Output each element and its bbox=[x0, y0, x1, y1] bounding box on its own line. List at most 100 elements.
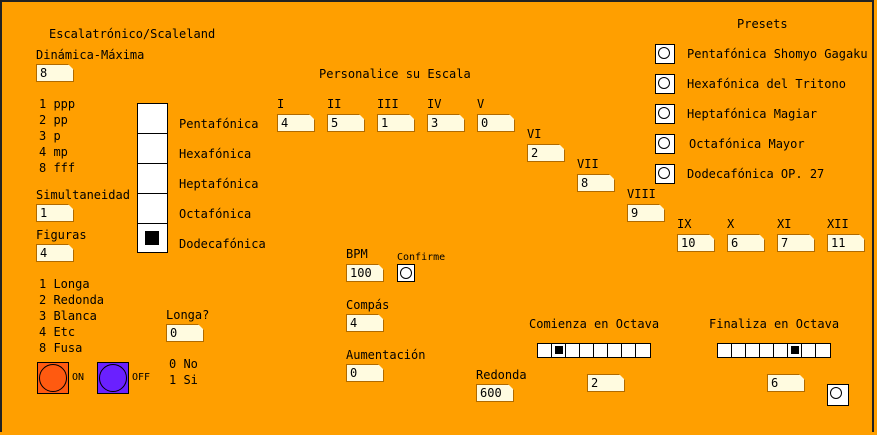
bpm-number-box[interactable]: 100 bbox=[346, 264, 384, 282]
degree-number-box[interactable]: 10 bbox=[677, 234, 715, 252]
scale-type-cell-selected[interactable] bbox=[138, 224, 167, 254]
degree-number-box[interactable]: 11 bbox=[827, 234, 865, 252]
octava-cell[interactable] bbox=[732, 344, 746, 357]
figuras-option: 8 Fusa bbox=[39, 341, 83, 355]
preset-label: Octafónica Mayor bbox=[689, 137, 805, 151]
octava-cell-selected[interactable] bbox=[788, 344, 802, 357]
degree-label: VI bbox=[527, 127, 542, 141]
degree-label: V bbox=[477, 97, 485, 111]
dinamica-option: 4 mp bbox=[39, 145, 68, 159]
redonda-number-box[interactable]: 600 bbox=[476, 384, 514, 402]
degree-number-box[interactable]: 8 bbox=[577, 174, 615, 192]
scale-type-radio[interactable] bbox=[137, 103, 168, 253]
octava-cell[interactable] bbox=[760, 344, 774, 357]
dinamica-option: 1 ppp bbox=[39, 97, 76, 111]
octava-cell[interactable] bbox=[538, 344, 552, 357]
redonda-label: Redonda bbox=[476, 368, 527, 382]
degree-label: II bbox=[327, 97, 342, 111]
scale-type-label: Hexafónica bbox=[179, 147, 252, 161]
off-button[interactable] bbox=[97, 362, 129, 394]
preset-label: Pentafónica Shomyo Gagaku bbox=[687, 47, 868, 61]
preset-bang[interactable] bbox=[655, 74, 675, 94]
aumentacion-label: Aumentación bbox=[346, 348, 426, 362]
comienza-number-box[interactable]: 2 bbox=[587, 374, 625, 392]
longa-label: Longa? bbox=[166, 308, 210, 322]
on-button[interactable] bbox=[37, 362, 69, 394]
degree-number-box[interactable]: 2 bbox=[527, 144, 565, 162]
scale-type-label: Pentafónica bbox=[179, 117, 259, 131]
octava-cell[interactable] bbox=[746, 344, 760, 357]
off-label: OFF bbox=[132, 372, 151, 383]
scale-type-cell[interactable] bbox=[138, 164, 167, 194]
finaliza-label: Finaliza en Octava bbox=[709, 317, 840, 331]
degree-number-box[interactable]: 7 bbox=[777, 234, 815, 252]
preset-bang[interactable] bbox=[655, 104, 675, 124]
degree-label: XI bbox=[777, 217, 792, 231]
preset-bang[interactable] bbox=[655, 44, 675, 64]
scale-type-cell[interactable] bbox=[138, 104, 167, 134]
degree-label: IX bbox=[677, 217, 692, 231]
preset-bang[interactable] bbox=[655, 134, 675, 154]
simultaneidad-label: Simultaneidad bbox=[36, 188, 130, 202]
finaliza-octava-radio[interactable] bbox=[717, 343, 831, 358]
degree-number-box[interactable]: 4 bbox=[277, 114, 315, 132]
confirme-label: Confirme bbox=[397, 252, 446, 263]
finaliza-number-box[interactable]: 6 bbox=[767, 374, 805, 392]
degree-label: IV bbox=[427, 97, 442, 111]
personalice-heading: Personalice su Escala bbox=[319, 67, 471, 81]
degree-number-box[interactable]: 3 bbox=[427, 114, 465, 132]
octava-cell[interactable] bbox=[566, 344, 580, 357]
octava-cell[interactable] bbox=[622, 344, 636, 357]
octava-cell[interactable] bbox=[802, 344, 816, 357]
figuras-label: Figuras bbox=[36, 228, 87, 242]
degree-number-box[interactable]: 9 bbox=[627, 204, 665, 222]
octava-cell[interactable] bbox=[594, 344, 608, 357]
degree-label: VII bbox=[577, 157, 599, 171]
octava-cell[interactable] bbox=[718, 344, 732, 357]
preset-bang[interactable] bbox=[655, 164, 675, 184]
comienza-octava-radio[interactable] bbox=[537, 343, 651, 358]
scale-type-cell[interactable] bbox=[138, 134, 167, 164]
preset-label: Dodecafónica OP. 27 bbox=[687, 167, 825, 181]
on-label: ON bbox=[72, 372, 85, 383]
figuras-number-box[interactable]: 4 bbox=[36, 244, 74, 262]
degree-label: VIII bbox=[627, 187, 656, 201]
degree-number-box[interactable]: 6 bbox=[727, 234, 765, 252]
octava-cell-selected[interactable] bbox=[552, 344, 566, 357]
degree-number-box[interactable]: 1 bbox=[377, 114, 415, 132]
figuras-option: 2 Redonda bbox=[39, 293, 105, 307]
longa-number-box[interactable]: 0 bbox=[166, 324, 204, 342]
degree-label: XII bbox=[827, 217, 849, 231]
figuras-option: 4 Etc bbox=[39, 325, 76, 339]
preset-label: Hexafónica del Tritono bbox=[687, 77, 846, 91]
scale-type-label: Dodecafónica bbox=[179, 237, 266, 251]
octava-cell[interactable] bbox=[636, 344, 650, 357]
octava-cell[interactable] bbox=[816, 344, 830, 357]
scale-type-label: Octafónica bbox=[179, 207, 252, 221]
octava-cell[interactable] bbox=[608, 344, 622, 357]
simultaneidad-number-box[interactable]: 1 bbox=[36, 204, 74, 222]
figuras-option: 1 Longa bbox=[39, 277, 90, 291]
bpm-label: BPM bbox=[346, 247, 368, 261]
compas-label: Compás bbox=[346, 298, 390, 312]
degree-label: X bbox=[727, 217, 735, 231]
final-bang[interactable] bbox=[827, 384, 849, 406]
degree-label: I bbox=[277, 97, 285, 111]
compas-number-box[interactable]: 4 bbox=[346, 314, 384, 332]
degree-number-box[interactable]: 5 bbox=[327, 114, 365, 132]
dinamica-number-box[interactable]: 8 bbox=[36, 64, 74, 82]
app-title: Escalatrónico/Scaleland bbox=[49, 27, 216, 41]
degree-label: III bbox=[377, 97, 399, 111]
confirme-bang[interactable] bbox=[397, 264, 415, 282]
octava-cell[interactable] bbox=[774, 344, 788, 357]
octava-cell[interactable] bbox=[580, 344, 594, 357]
figuras-option: 3 Blanca bbox=[39, 309, 97, 323]
scale-type-cell[interactable] bbox=[138, 194, 167, 224]
aumentacion-number-box[interactable]: 0 bbox=[346, 364, 384, 382]
degree-number-box[interactable]: 0 bbox=[477, 114, 515, 132]
longa-option-si: 1 Si bbox=[169, 373, 198, 387]
preset-label: Heptafónica Magiar bbox=[687, 107, 818, 121]
dinamica-label: Dinámica-Máxima bbox=[36, 48, 145, 62]
dinamica-option: 2 pp bbox=[39, 113, 68, 127]
